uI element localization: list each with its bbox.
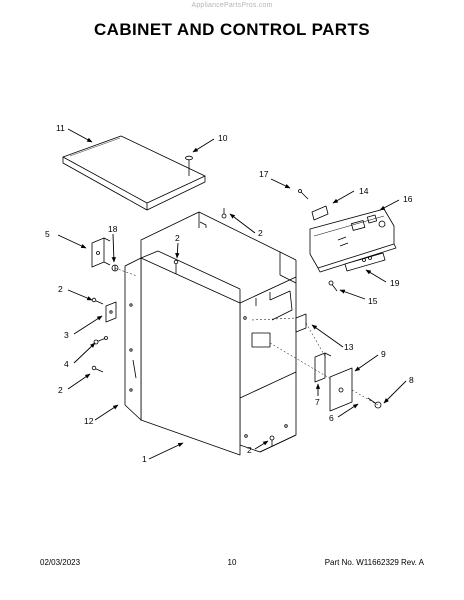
callout-18: 18 [108,224,118,234]
callout-5: 5 [45,229,50,239]
footer-part-number: Part No. W11662329 Rev. A [324,558,424,567]
ui-board-part [344,252,386,272]
callout-11: 11 [56,123,65,133]
lid-lock-part [314,352,332,383]
front-cabinet-part [124,250,241,456]
cabinet-frame-part [140,211,297,453]
callout-10: 10 [218,133,228,143]
top-panel-part [62,135,206,211]
callout-2-top-right: 2 [258,228,263,238]
callout-3: 3 [64,330,69,340]
callout-1: 1 [142,454,147,464]
callout-19: 19 [390,278,400,288]
left-bracket-part [91,237,111,268]
callout-8: 8 [409,375,414,385]
callout-16: 16 [403,194,413,204]
lock-screw-part [367,397,382,409]
lock-plate-part [329,367,353,412]
callout-14: 14 [359,186,369,196]
callout-9: 9 [381,349,386,359]
callout-17: 17 [259,169,269,179]
side-clip-part [105,301,117,323]
callout-13: 13 [344,342,354,352]
page-title: CABINET AND CONTROL PARTS [93,20,370,39]
leveling-foot-part [93,336,108,345]
callout-2-top-center: 2 [175,233,180,243]
callout-6: 6 [329,413,334,423]
watermark: AppliancePartsPros.com [191,2,273,9]
top-screw-part [185,155,193,176]
callout-15: 15 [368,296,378,306]
callout-4: 4 [64,359,69,369]
callout-2-left-upper: 2 [58,284,63,294]
callout-12: 12 [84,416,94,426]
wire-clip-part [295,313,307,333]
ui-screw-part [328,280,338,292]
footer-date: 02/03/2023 [40,558,81,567]
callout-7: 7 [315,397,320,407]
callout-2-bottom: 2 [247,445,252,455]
console-bracket-part [298,189,329,221]
footer-page-number: 10 [227,558,237,567]
callout-2-left-lower: 2 [58,385,63,395]
